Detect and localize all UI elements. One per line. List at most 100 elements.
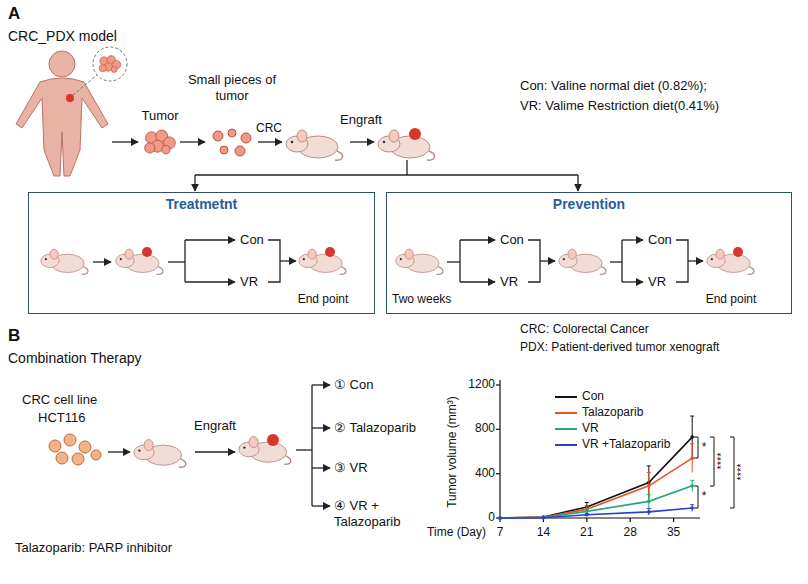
text-label: HCT116 [38,410,85,426]
chart-axes [496,380,700,522]
legend-text: Con [582,389,604,403]
legend-swatch [555,428,577,430]
error-cap [690,480,694,481]
data-point [647,484,651,488]
text-label: 7 [497,525,504,539]
text-label: Tumor [141,108,178,124]
data-point [498,516,502,520]
text-label: B [8,326,20,346]
drawing-part [460,281,495,282]
drawing-part [213,131,223,141]
error-cap [585,502,589,503]
drawing-part [145,130,176,154]
drawing-part [312,505,330,506]
drawing-part [56,452,68,464]
drawing-part [460,239,495,240]
drawing-part [496,429,500,430]
text-label: Tumor volume (mm³) [445,396,459,508]
drawing-part [93,240,296,282]
drawing-part [296,449,312,450]
text-label: 800 [475,421,495,435]
text-label: CRC_PDX model [8,28,117,45]
text-label: PDX: Patient-derived tumor xenograft [520,340,719,354]
text-label: End point [706,292,757,306]
drawing-part [41,249,88,274]
data-point [690,435,694,439]
text-label: ② Talazoparib [334,420,416,436]
drawing-part [286,130,343,160]
legend-text: Talazoparib [582,405,643,419]
text-label: **** [735,463,748,480]
text-label: 14 [537,525,550,539]
data-point [542,516,546,520]
drawing-part [268,240,280,282]
drawing-part [676,240,688,282]
drawing-part [733,247,743,257]
drawing-part [79,441,91,453]
drawing-part [730,437,734,508]
drawing-part [142,247,152,257]
data-point [647,500,651,504]
error-cap [647,494,651,495]
text-label: VR [240,274,258,290]
data-series-line [500,458,692,518]
drawing-part [311,385,312,506]
text-label: Small pieces of tumor [186,72,278,103]
text-label: Time (Day) [427,525,486,539]
legend-text: VR [582,421,599,435]
drawing-part [396,249,443,274]
drawing-part [586,518,587,522]
drawing-part [312,467,330,468]
drawing-part [710,437,714,486]
text-label: VR: Valime Restriction diet(0.41%) [520,98,719,114]
drawing-part [694,437,698,458]
drawing-part [195,451,235,452]
drawing-part [378,130,435,160]
text-label: Con [240,232,264,248]
data-series-line [500,486,692,518]
data-point [585,510,589,514]
text-label: End point [298,292,349,306]
drawing-part [280,260,296,261]
text-label: * [702,440,707,454]
drawing-part [496,384,500,385]
drawing-part [559,249,606,274]
drawing-part [220,146,228,154]
drawing-part [194,175,195,191]
drawing-part [64,434,76,446]
data-point [647,510,651,514]
error-cap [690,443,694,444]
drawing-part [213,129,251,156]
drawing-part [195,174,578,175]
drawing-part [622,281,643,282]
text-label: 1200 [468,377,495,391]
drawing-part [112,141,138,142]
text-label: Con: Valine normal diet (0.82%); [520,78,707,94]
drawing-part [93,47,127,81]
drawing-part [184,240,185,282]
data-point [690,484,694,488]
drawing-part [459,240,460,282]
drawing-part [108,451,130,452]
text-label: 400 [475,466,495,480]
text-label: Combination Therapy [8,350,142,367]
data-point [542,516,546,520]
data-point [498,516,502,520]
drawing-part [406,160,407,175]
error-cap [585,509,589,510]
drawing-part [185,239,235,240]
data-series-line [500,508,692,518]
text-label: CRC: Colorectal Cancer [520,322,649,336]
error-cap [647,465,651,466]
error-bar [648,466,649,499]
drawing-part [673,518,674,522]
legend-swatch [555,396,577,398]
data-point [542,516,546,520]
data-point [690,456,694,460]
drawing-part [239,437,291,465]
drawing-part [499,380,500,518]
data-point [690,506,694,510]
text-label: Two weeks [392,292,451,306]
drawing-part [93,261,111,262]
